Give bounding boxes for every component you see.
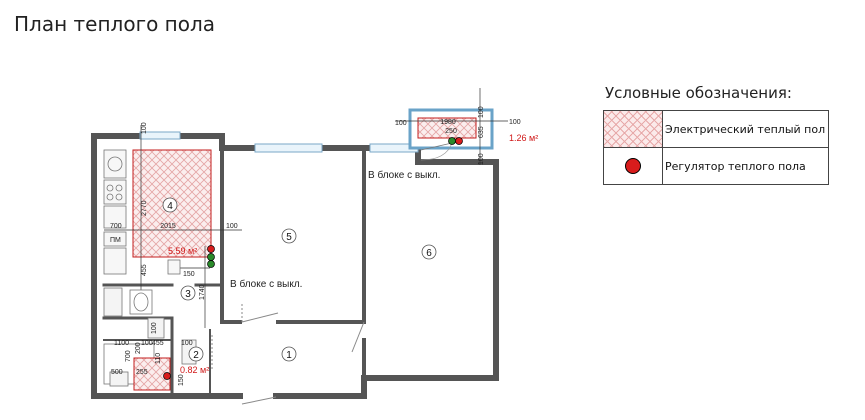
- pm-label: ПМ: [110, 237, 121, 244]
- balcony-area-label: 1.26 м²: [509, 133, 538, 143]
- dimension-label: 100: [141, 340, 153, 347]
- legend: Условные обозначения: Электрический тепл…: [603, 84, 829, 185]
- notes: В блоке с выкл. В блоке с выкл.: [230, 169, 440, 290]
- dimension-label: 100: [226, 223, 238, 230]
- hatch-area-icon: [604, 111, 662, 147]
- walls: [91, 133, 499, 399]
- dimension-label: 100: [151, 322, 158, 334]
- dimension-label: 455: [141, 264, 148, 276]
- legend-row: Регулятор теплого пола: [603, 147, 829, 185]
- legend-title: Условные обозначения:: [605, 84, 792, 102]
- red-circle-icon: [604, 148, 662, 184]
- bathroom-area-label: 0.82 м²: [180, 365, 209, 375]
- dimension-label: 1740: [199, 284, 206, 300]
- dimension-label: 100: [509, 119, 521, 126]
- dimension-label: 100: [181, 340, 193, 347]
- dimension-label: 100: [478, 153, 485, 165]
- dimension-label: 2015: [160, 223, 176, 230]
- dimension-label: 100: [141, 122, 148, 134]
- bathroom-fixtures: [103, 287, 197, 391]
- room-number: 3: [185, 289, 191, 300]
- dimension-label: 455: [152, 340, 164, 347]
- dimension-label: 700: [110, 223, 122, 230]
- dimension-label: 1980: [440, 119, 456, 126]
- dimension-label: 2770: [141, 200, 148, 216]
- block-switch-note-2: В блоке с выкл.: [230, 278, 302, 290]
- dimension-labels: 1980 250 100 100 100 635 100 100 2770 70…: [110, 106, 521, 386]
- dimension-label: 100: [478, 106, 485, 118]
- room-number: 4: [167, 201, 173, 212]
- room-number: 1: [286, 350, 292, 361]
- legend-row: Электрический теплый пол: [603, 110, 829, 148]
- dimension-label: 200: [135, 342, 142, 354]
- dimension-label: 250: [445, 128, 457, 135]
- dimension-label: 150: [183, 271, 195, 278]
- area-labels: 5.59 м² 0.82 м² 1.26 м²: [168, 133, 538, 375]
- legend-table: Электрический теплый пол Регулятор тепло…: [603, 110, 829, 185]
- block-switch-note-1: В блоке с выкл.: [368, 169, 440, 181]
- room-number: 5: [286, 232, 292, 243]
- dimension-label: 100: [395, 120, 407, 127]
- legend-label: Электрический теплый пол: [662, 110, 829, 148]
- page-title: План теплого пола: [14, 12, 216, 36]
- floor-plan: 4 5 6 3 2 1 5.59 м² 0.82 м² 1.26 м² В бл…: [91, 88, 538, 405]
- balcony: [395, 88, 508, 165]
- room-markers: 4 5 6 3 2 1: [162, 197, 437, 362]
- kitchen-area-label: 5.59 м²: [168, 246, 197, 256]
- dimension-label: 635: [478, 126, 485, 138]
- dimension-label: 1100: [114, 340, 129, 347]
- doors: [211, 304, 365, 405]
- dimension-label: 110: [155, 353, 162, 364]
- dimension-label: 150: [178, 374, 185, 386]
- legend-label: Регулятор теплого пола: [662, 147, 829, 185]
- kitchen-furniture: [103, 149, 181, 275]
- dimension-label: 255: [136, 369, 148, 376]
- regulators: [163, 137, 463, 380]
- room-number: 6: [426, 248, 432, 259]
- kitchen-heated-floor: [104, 125, 242, 328]
- dimension-label: 700: [125, 350, 132, 362]
- dimension-label: 500: [111, 369, 123, 376]
- room-number: 2: [193, 350, 199, 361]
